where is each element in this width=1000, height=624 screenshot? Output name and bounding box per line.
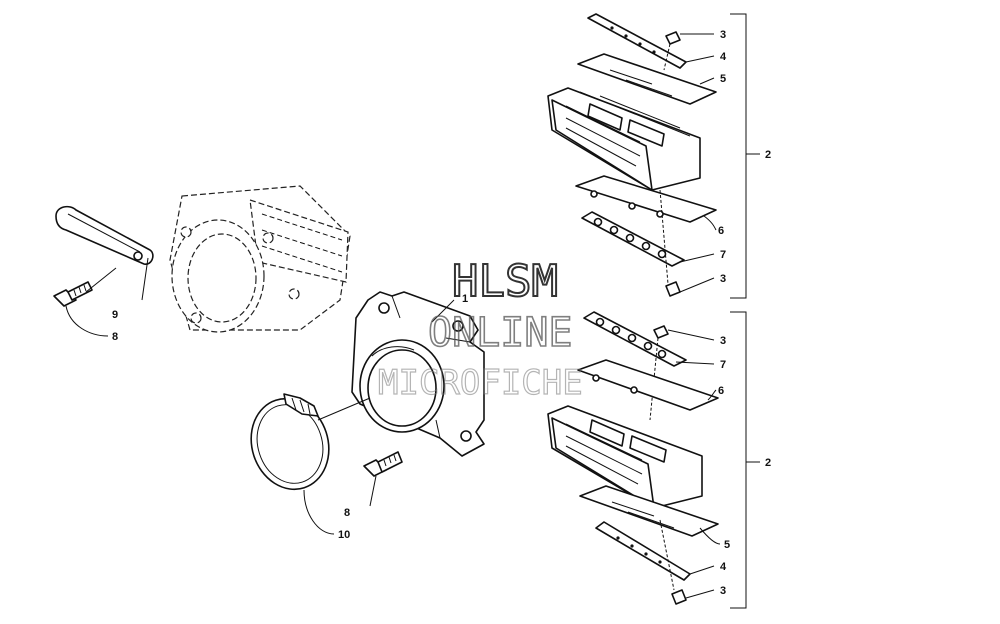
assembly-bracket-upper <box>730 13 760 299</box>
callout-8-center: 8 <box>344 507 350 519</box>
watermark-line-2: ONLINE <box>428 310 573 356</box>
callout-3-c: 3 <box>720 335 726 347</box>
callout-3-d: 3 <box>720 585 726 597</box>
ghost-reed-housing <box>169 185 351 333</box>
reed-valve-assembly-lower <box>547 311 719 605</box>
callout-leaders <box>667 33 721 599</box>
callout-2-upper: 2 <box>765 149 771 161</box>
slotted-strap-part-9 <box>55 205 154 301</box>
callout-5-upper: 5 <box>720 73 726 85</box>
callout-3-a: 3 <box>720 29 726 41</box>
callout-6-upper: 6 <box>718 225 724 237</box>
bolt-part-8-center <box>363 451 403 507</box>
bolt-part-8-left <box>53 267 117 337</box>
callout-2-lower: 2 <box>765 457 771 469</box>
watermark-line-1: HLSM <box>452 256 558 307</box>
callout-4-lower: 4 <box>720 561 727 573</box>
callout-10: 10 <box>338 529 350 541</box>
callout-9: 9 <box>112 309 118 321</box>
callout-3-b: 3 <box>720 273 726 285</box>
hose-clamp-part-10 <box>250 393 371 535</box>
assembly-bracket-lower <box>730 311 760 609</box>
callout-4-upper: 4 <box>720 51 727 63</box>
callout-1: 1 <box>462 293 468 305</box>
watermark: HLSM ONLINE MICROFICHE <box>377 255 583 404</box>
callout-7-upper: 7 <box>720 249 726 261</box>
callout-6-lower: 6 <box>718 385 724 397</box>
watermark-line-3: MICROFICHE <box>378 363 583 403</box>
reed-valve-assembly-upper <box>547 13 717 297</box>
intake-flange-part-1 <box>351 291 485 457</box>
callout-7-lower: 7 <box>720 359 726 371</box>
callout-8-left: 8 <box>112 331 118 343</box>
callout-5-lower: 5 <box>724 539 730 551</box>
